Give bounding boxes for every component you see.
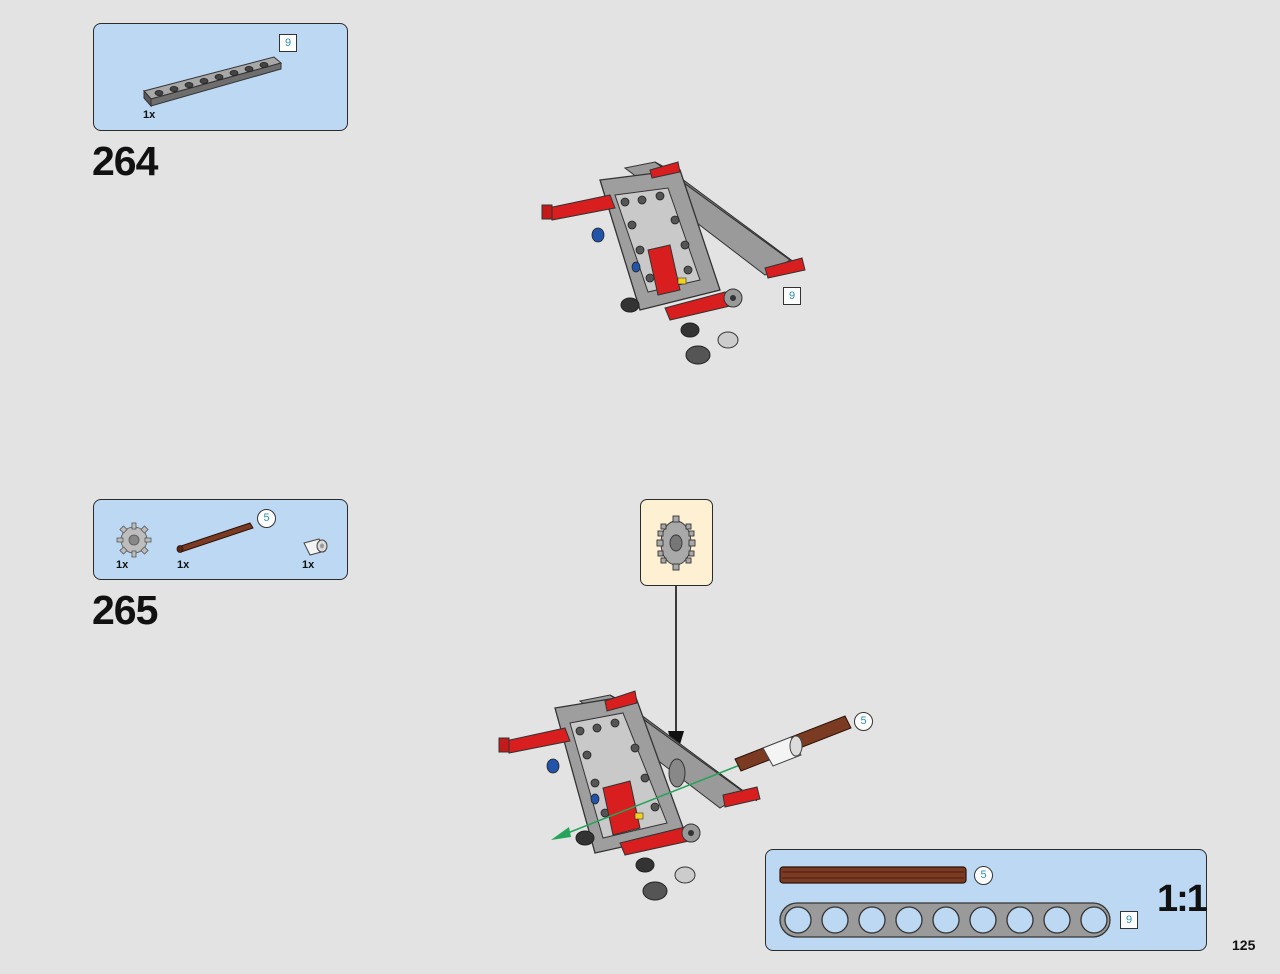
- liftarm-beam-part-icon: [143, 56, 283, 108]
- length-badge: 9: [1120, 911, 1138, 929]
- bush-white-part-icon: [303, 538, 328, 556]
- model-illustration-step-265: [498, 586, 852, 901]
- length-badge: 5: [974, 866, 993, 885]
- step-number: 264: [92, 138, 158, 184]
- axle-ruler-icon: [779, 866, 967, 884]
- step-number: 265: [92, 587, 158, 633]
- model-illustration-step-264: [541, 161, 806, 365]
- scale-ruler-box: 5 9 1:1: [765, 849, 1208, 951]
- length-badge: 9: [279, 34, 297, 52]
- parts-list-step-265: 1x 1x 5 1x: [93, 499, 348, 580]
- gear-small-icon: [656, 515, 696, 571]
- scale-label: 1:1: [1157, 878, 1208, 920]
- axle-brown-part-icon: [176, 522, 254, 553]
- part-quantity: 1x: [143, 109, 156, 121]
- length-badge: 9: [783, 287, 801, 305]
- length-badge: 5: [257, 509, 276, 528]
- gear-small-part-icon: [116, 522, 152, 558]
- length-badge: 5: [854, 712, 873, 731]
- beam-ruler-icon: [779, 902, 1111, 938]
- part-quantity: 1x: [302, 559, 315, 571]
- page-number: 125: [1232, 937, 1256, 953]
- part-quantity: 1x: [116, 559, 129, 571]
- sub-assembly-callout: [640, 499, 713, 586]
- part-quantity: 1x: [177, 559, 190, 571]
- parts-list-step-264: 9 1x: [93, 23, 348, 131]
